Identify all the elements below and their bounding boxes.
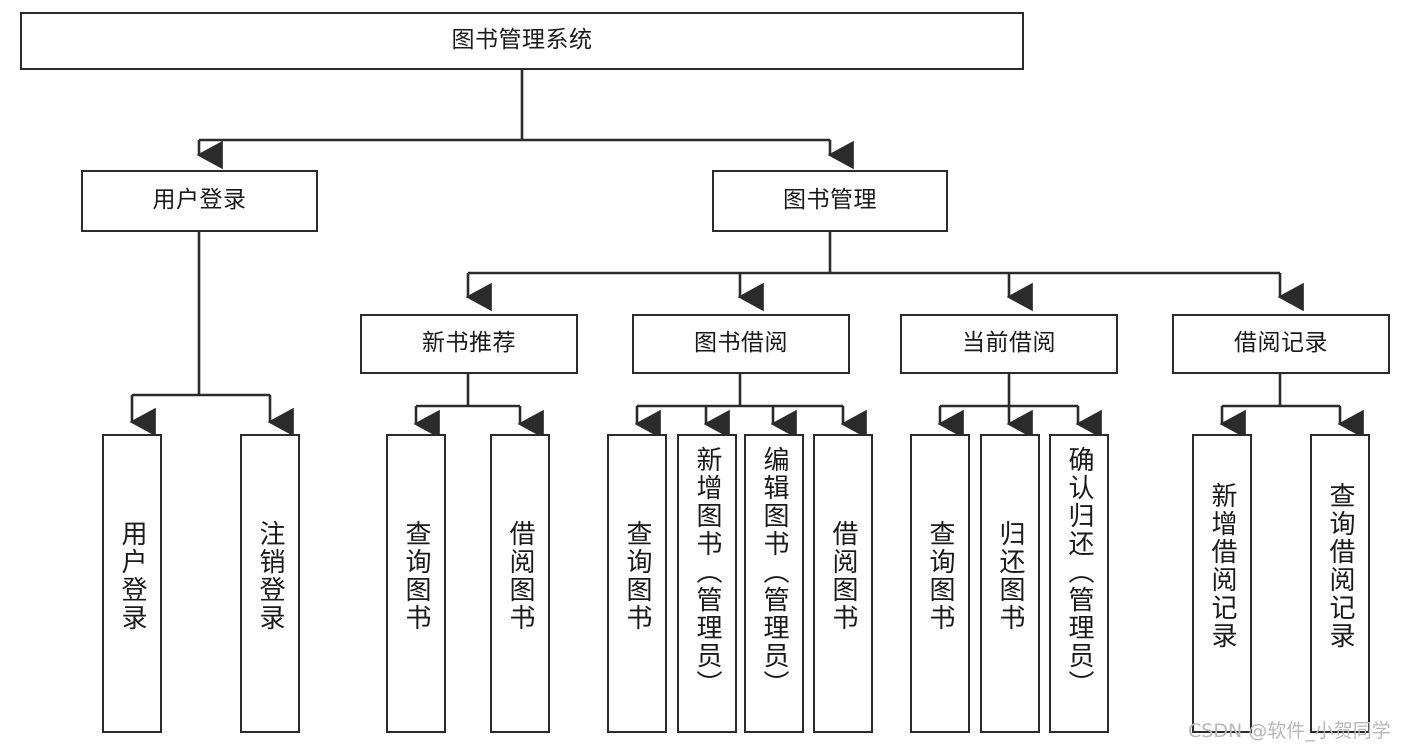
leaf-edit-book-admin-label: 编辑图书（管理员） [759, 446, 789, 698]
leaf-add-borrow-record[interactable]: 新增借阅记录 [1192, 434, 1252, 733]
leaf-edit-book-admin[interactable]: 编辑图书（管理员） [744, 434, 804, 733]
leaf-return-book[interactable]: 归还图书 [980, 434, 1040, 733]
node-book-management-label: 图书管理 [783, 187, 877, 214]
node-book-borrow[interactable]: 图书借阅 [632, 314, 850, 374]
node-new-book-recommend[interactable]: 新书推荐 [360, 314, 578, 374]
node-new-book-recommend-label: 新书推荐 [422, 330, 516, 357]
leaf-return-book-label: 归还图书 [995, 520, 1025, 632]
node-book-management[interactable]: 图书管理 [712, 170, 948, 232]
leaf-borrow-book-2-label: 借阅图书 [828, 520, 858, 632]
leaf-confirm-return-admin[interactable]: 确认归还（管理员） [1049, 434, 1109, 733]
leaf-add-borrow-record-label: 新增借阅记录 [1207, 482, 1237, 650]
leaf-user-login[interactable]: 用户登录 [102, 434, 162, 733]
node-borrow-record-label: 借阅记录 [1234, 330, 1328, 357]
leaf-logout[interactable]: 注销登录 [240, 434, 300, 733]
leaf-borrow-book-1[interactable]: 借阅图书 [490, 434, 550, 733]
node-root-system[interactable]: 图书管理系统 [20, 12, 1024, 70]
node-current-borrow[interactable]: 当前借阅 [900, 314, 1118, 374]
node-root-system-label: 图书管理系统 [451, 27, 593, 54]
node-user-login[interactable]: 用户登录 [81, 170, 318, 232]
leaf-query-book-2[interactable]: 查询图书 [607, 434, 667, 733]
leaf-user-login-label: 用户登录 [117, 520, 147, 632]
leaf-query-book-3[interactable]: 查询图书 [910, 434, 970, 733]
leaf-add-book-admin[interactable]: 新增图书（管理员） [677, 434, 737, 733]
csdn-watermark: CSDN @软件_小贺同学 [1188, 720, 1391, 742]
leaf-query-borrow-record[interactable]: 查询借阅记录 [1310, 434, 1370, 733]
leaf-add-book-admin-label: 新增图书（管理员） [692, 446, 722, 698]
leaf-query-borrow-record-label: 查询借阅记录 [1325, 482, 1355, 650]
leaf-borrow-book-1-label: 借阅图书 [505, 520, 535, 632]
leaf-query-book-2-label: 查询图书 [622, 520, 652, 632]
node-current-borrow-label: 当前借阅 [962, 330, 1056, 357]
leaf-query-book-3-label: 查询图书 [925, 520, 955, 632]
leaf-query-book-1-label: 查询图书 [401, 520, 431, 632]
leaf-logout-label: 注销登录 [255, 520, 285, 632]
leaf-query-book-1[interactable]: 查询图书 [386, 434, 446, 733]
leaf-borrow-book-2[interactable]: 借阅图书 [813, 434, 873, 733]
leaf-confirm-return-admin-label: 确认归还（管理员） [1064, 446, 1094, 698]
node-user-login-label: 用户登录 [152, 187, 247, 214]
node-book-borrow-label: 图书借阅 [694, 330, 788, 357]
node-borrow-record[interactable]: 借阅记录 [1172, 314, 1390, 374]
